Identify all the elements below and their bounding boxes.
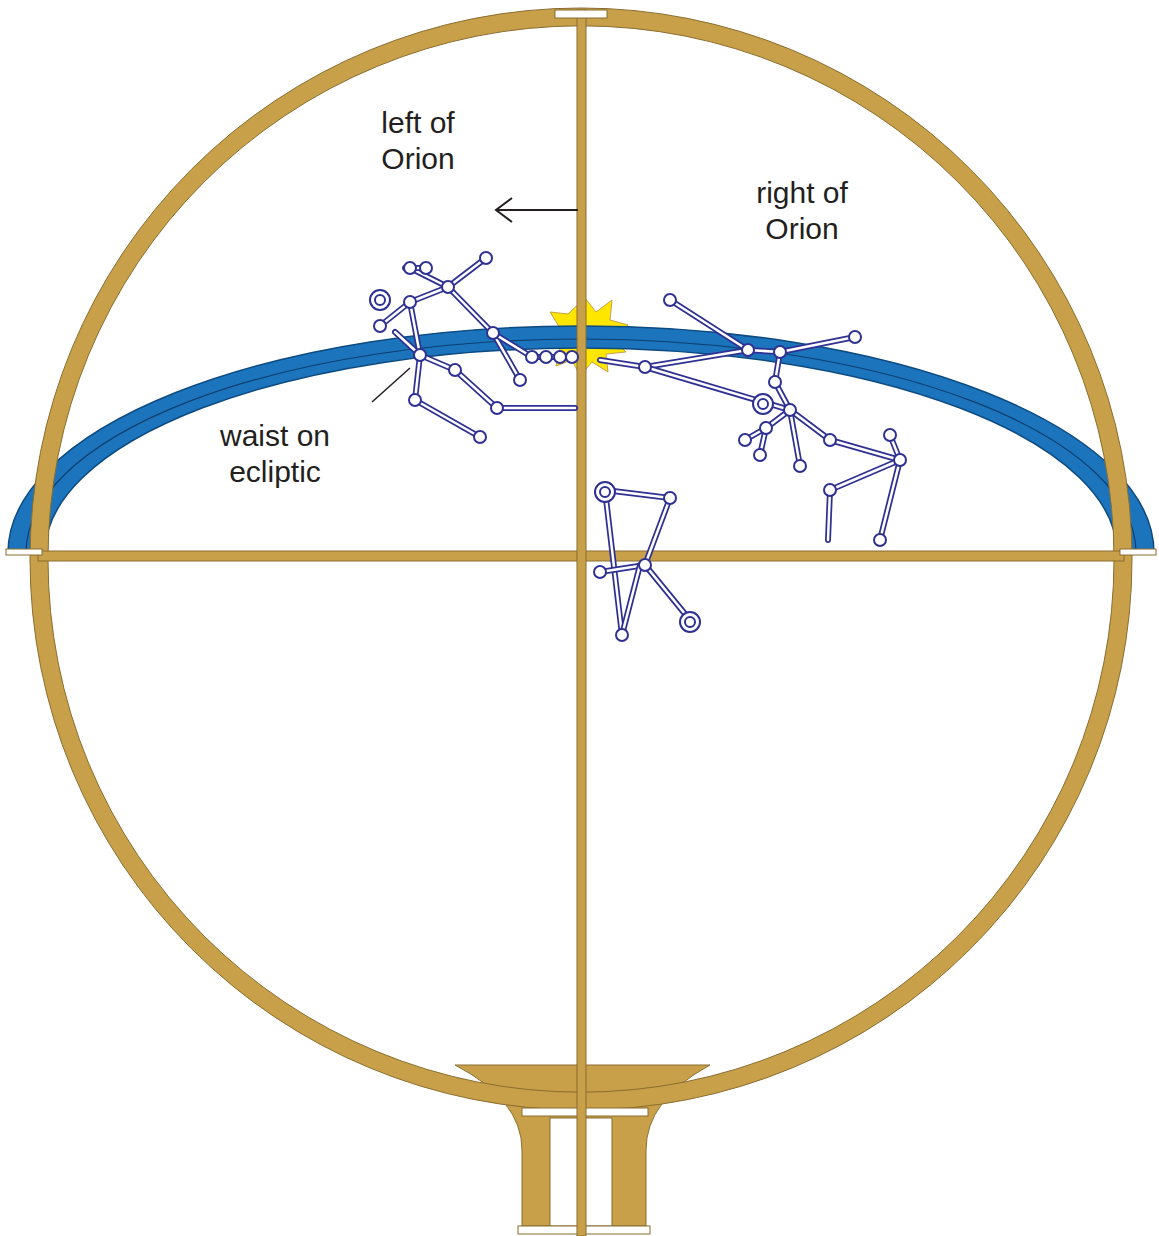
star-dot: [639, 559, 651, 571]
star-dot: [742, 344, 754, 356]
star-line: [645, 367, 790, 410]
star-dot: [784, 404, 796, 416]
star-dot: [639, 361, 651, 373]
star-ring: [680, 612, 700, 632]
star-dot: [824, 484, 836, 496]
star-dot: [449, 364, 461, 376]
star-line: [880, 460, 900, 540]
star-line: [790, 410, 800, 466]
star-dot: [774, 346, 786, 358]
star-ring: [758, 399, 768, 409]
star-line: [828, 460, 900, 540]
star-line: [622, 565, 640, 635]
star-dot: [404, 262, 416, 274]
star-line: [828, 460, 900, 540]
star-line: [600, 337, 855, 367]
annotation-text: waist on ecliptic: [205, 418, 345, 490]
star-ring: [753, 394, 773, 414]
star-dot: [514, 374, 526, 386]
star-dot: [554, 351, 566, 363]
star-dot: [487, 327, 499, 339]
star-dot: [404, 296, 416, 308]
star-ring: [600, 487, 610, 497]
star-line: [645, 367, 790, 410]
star-line: [670, 300, 748, 350]
annotation-label: left of Orion: [358, 105, 478, 177]
star-dot: [664, 294, 676, 306]
star-dot: [760, 422, 772, 434]
star-dot: [420, 262, 432, 274]
star-line: [415, 355, 480, 437]
star-dot: [884, 429, 896, 441]
star-line: [448, 287, 520, 380]
star-dot: [874, 534, 886, 546]
star-dot: [374, 320, 386, 332]
star-line: [448, 287, 520, 380]
top-cap: [555, 10, 607, 18]
star-line: [420, 355, 575, 408]
horizon-flange: [6, 549, 42, 555]
axis-rod: [577, 10, 586, 1236]
star-dot: [480, 252, 492, 264]
annotation-label: right of Orion: [737, 175, 867, 247]
star-line: [760, 410, 790, 455]
direction-arrow: [496, 198, 578, 222]
constellation: [594, 482, 700, 641]
star-line: [600, 337, 855, 367]
star-ring: [595, 482, 615, 502]
star-dot: [616, 629, 628, 641]
annotation-text: right of Orion: [737, 175, 867, 247]
star-dot: [474, 431, 486, 443]
star-line: [790, 410, 800, 466]
star-dot: [442, 281, 454, 293]
star-dot: [739, 434, 751, 446]
star-dot: [414, 349, 426, 361]
star-line: [760, 410, 790, 455]
star-line: [420, 355, 575, 408]
horizon-flange: [1120, 549, 1156, 555]
annotation-label: waist on ecliptic: [205, 418, 345, 490]
star-line: [605, 490, 622, 635]
star-dot: [894, 454, 906, 466]
star-dot: [664, 492, 676, 504]
constellation: [370, 252, 578, 443]
star-dot: [526, 351, 538, 363]
star-dot: [540, 351, 552, 363]
constellation: [600, 294, 906, 546]
star-ring: [375, 295, 385, 305]
star-dot: [769, 376, 781, 388]
star-dot: [849, 331, 861, 343]
star-dot: [794, 460, 806, 472]
star-line: [605, 490, 622, 635]
star-line: [880, 460, 900, 540]
leader-line: [372, 368, 410, 402]
star-dot: [594, 566, 606, 578]
star-line: [415, 355, 480, 437]
star-line: [670, 300, 748, 350]
constellation-figures: [370, 252, 906, 641]
annotation-text: left of Orion: [358, 105, 478, 177]
star-dot: [491, 402, 503, 414]
star-dot: [754, 449, 766, 461]
star-dot: [566, 351, 578, 363]
star-line: [622, 565, 640, 635]
star-ring: [685, 617, 695, 627]
star-dot: [824, 434, 836, 446]
star-ring: [370, 290, 390, 310]
star-dot: [409, 394, 421, 406]
